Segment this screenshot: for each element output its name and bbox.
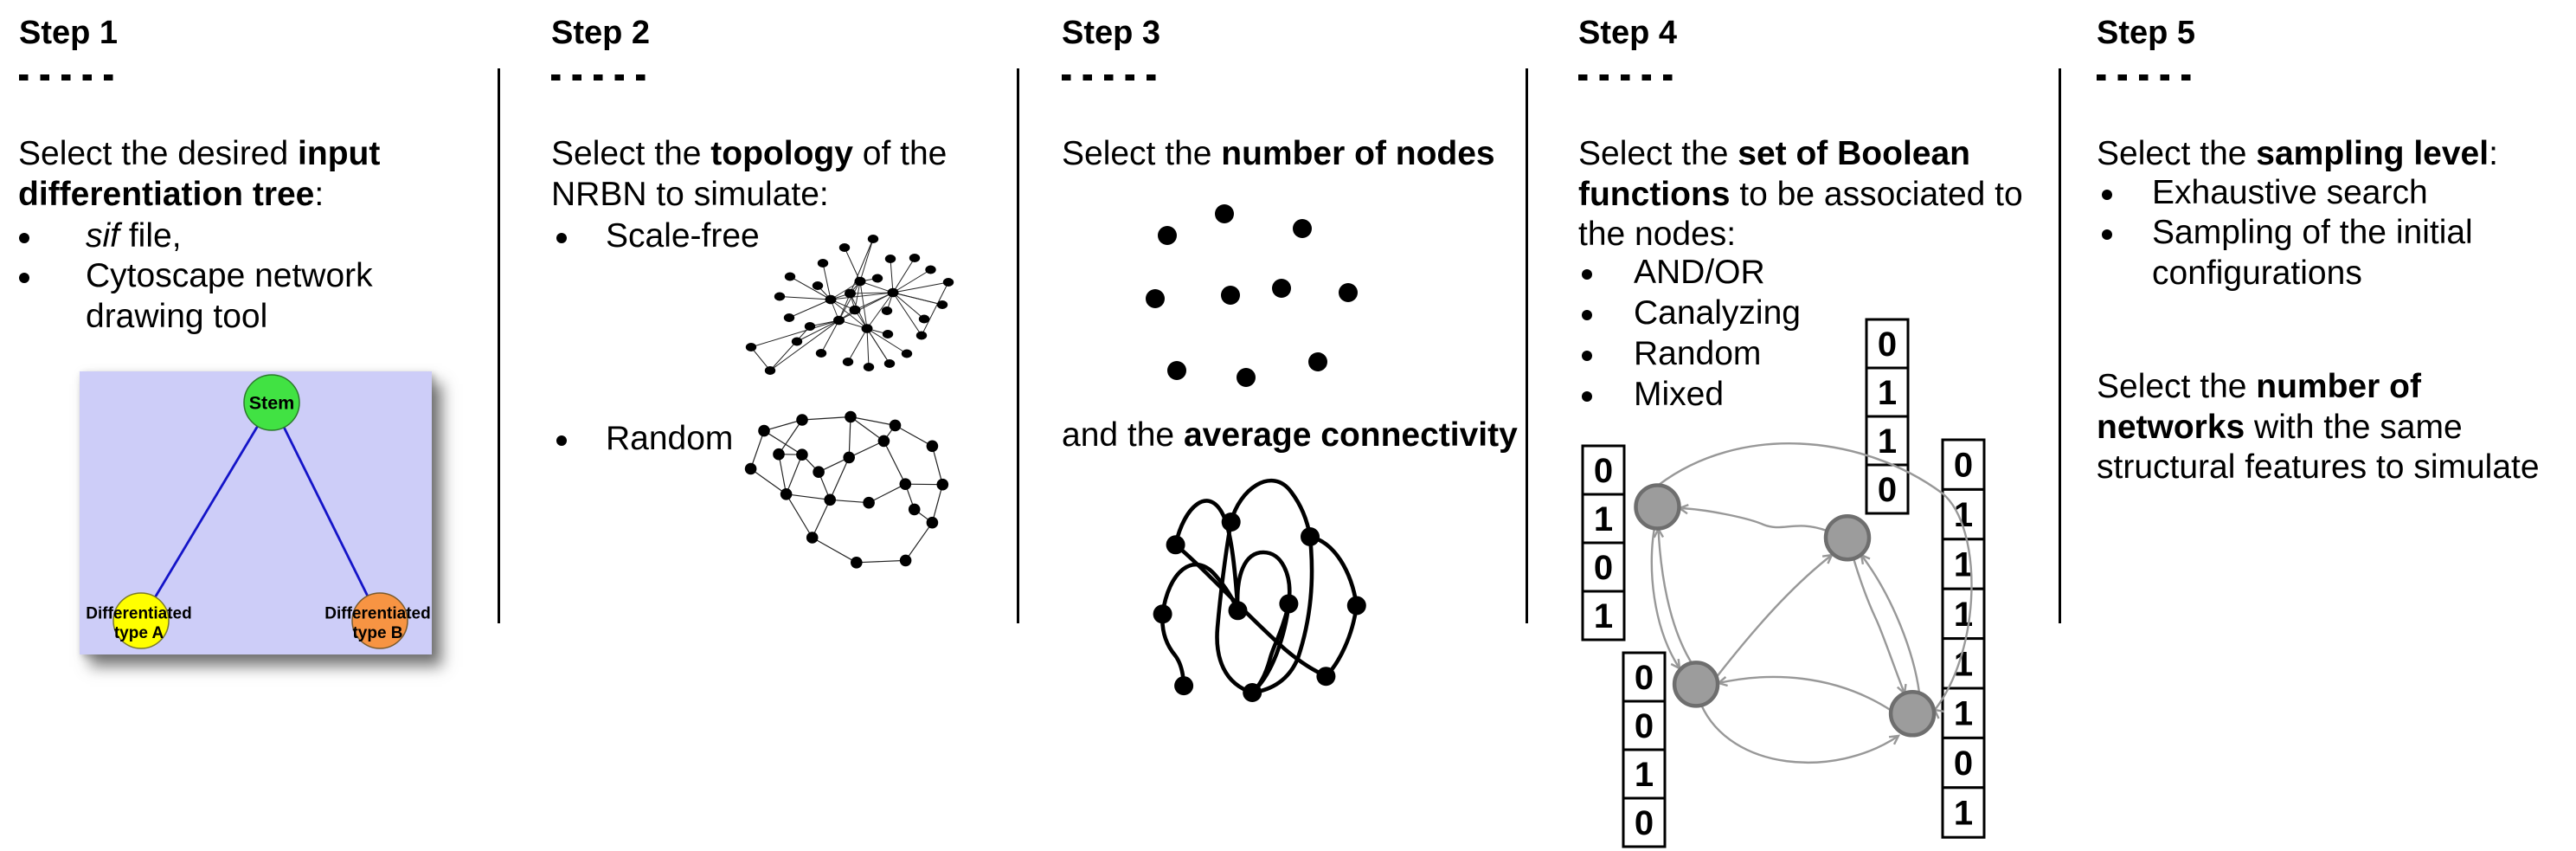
- svg-text:Stem: Stem: [249, 393, 295, 414]
- svg-text:type A: type A: [114, 624, 164, 642]
- svg-text:1: 1: [1594, 597, 1613, 635]
- svg-text:1: 1: [1594, 500, 1613, 538]
- svg-text:type B: type B: [352, 624, 402, 642]
- svg-text:0: 0: [1878, 326, 1897, 364]
- svg-text:1: 1: [1635, 756, 1654, 794]
- svg-text:1: 1: [1878, 374, 1897, 412]
- svg-text:1: 1: [1954, 695, 1973, 733]
- svg-text:0: 0: [1635, 804, 1654, 842]
- svg-text:Differentiated: Differentiated: [324, 605, 430, 623]
- svg-text:1: 1: [1954, 645, 1973, 683]
- svg-text:0: 0: [1635, 659, 1654, 697]
- svg-text:0: 0: [1954, 447, 1973, 485]
- svg-text:Differentiated: Differentiated: [86, 605, 191, 623]
- svg-text:0: 0: [1954, 745, 1973, 783]
- svg-text:1: 1: [1954, 496, 1973, 534]
- svg-text:1: 1: [1878, 422, 1897, 461]
- svg-text:1: 1: [1954, 546, 1973, 584]
- svg-text:0: 0: [1594, 452, 1613, 490]
- svg-text:1: 1: [1954, 795, 1973, 833]
- svg-text:0: 0: [1635, 707, 1654, 745]
- svg-text:0: 0: [1878, 471, 1897, 509]
- svg-text:0: 0: [1594, 549, 1613, 587]
